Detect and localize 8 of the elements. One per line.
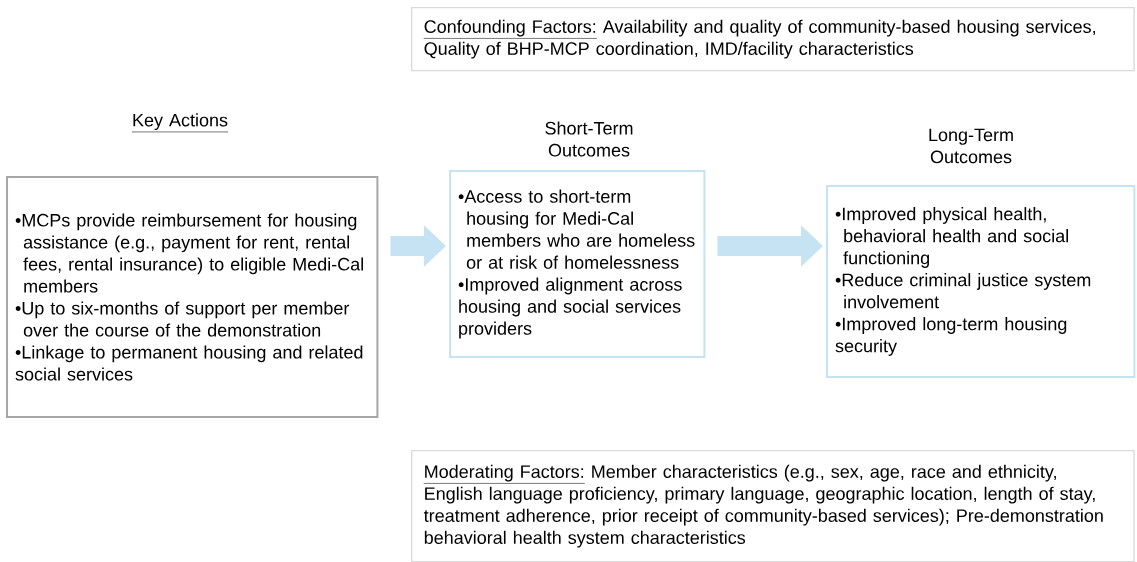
- factor-box: Moderating Factors: Member characteristics (e.g., sex, age, race and ethnicity, English language proficiency, primary language, geographic location, length of stay, treatment adherence, prior receipt of community-based services); Pre-demonstration behavioral health system characteristics: [411, 450, 1135, 562]
- column-heading: Short-Term Outcomes: [545, 121, 633, 157]
- column-heading: Long-Term Outcomes: [929, 128, 1013, 164]
- text-box: •Access to short-term housing for Medi-Cal members who are homeless or at risk of homelessness •Improved alignment across housing and social services providers: [449, 170, 706, 358]
- text-box: •MCPs provide reimbursement for housing assistance (e.g., payment for rent, rental fees, rental insurance) to eligible Medi-Cal members •Up to six-months of support per member over the course of the demonstration •Linkage to permanent housing and related social services: [6, 176, 379, 418]
- column-heading: Key Actions: [131, 113, 229, 133]
- factor-box: Confounding Factors: Availability and quality of community-based housing services, Quality of BHP-MCP coordination, IMD/facility characteristics: [411, 7, 1135, 72]
- text-box: •Improved physical health, behavioral health and social functioning •Reduce criminal justice system involvement •Improved long-term housing security: [826, 185, 1136, 378]
